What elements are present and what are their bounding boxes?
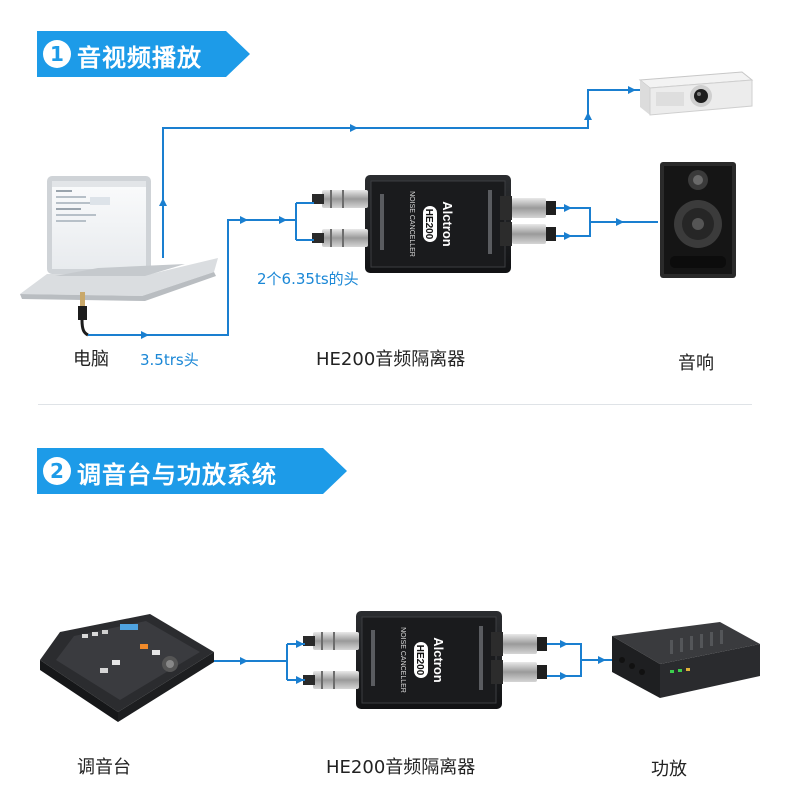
- ts-plugs-input-2: [303, 632, 359, 689]
- xlr-plugs-output-2: [491, 632, 547, 684]
- section1-cables: [88, 89, 658, 336]
- label-cable-635: 2个6.35ts的头: [257, 270, 359, 288]
- ts-plugs-input-1: [312, 190, 368, 247]
- section2-banner: 2 调音台与功放系统: [37, 448, 347, 494]
- he200-device-1: [365, 175, 511, 273]
- svg-text:NOISE CANCELLER: NOISE CANCELLER: [408, 191, 415, 257]
- flow-arrows-2: [240, 640, 606, 684]
- svg-text:NOISE CANCELLER: NOISE CANCELLER: [399, 627, 406, 693]
- svg-text:HE200: HE200: [423, 209, 434, 240]
- he200-device-2: [356, 611, 502, 709]
- power-amplifier: [612, 622, 760, 698]
- he200-device-2-print: Alctron HE200 NOISE CANCELLER: [399, 627, 446, 693]
- banner-background: [37, 448, 347, 494]
- xlr-plugs-output-1: [500, 196, 556, 246]
- label-cable-35: 3.5trs头: [140, 351, 199, 369]
- section-divider: [38, 404, 752, 405]
- section1-number-badge: 1: [43, 40, 71, 68]
- mixer-console: [40, 614, 214, 722]
- flow-arrows-1: [141, 86, 636, 339]
- svg-text:Alctron: Alctron: [431, 637, 446, 683]
- label-speaker: 音响: [678, 353, 714, 374]
- label-device-1: HE200音频隔离器: [316, 349, 466, 370]
- trs-3.5-plug: [78, 292, 89, 337]
- label-computer: 电脑: [73, 349, 109, 370]
- section2-number-badge: 2: [43, 457, 71, 485]
- section1-banner: 1 音视频播放: [37, 31, 250, 77]
- section2-title: 调音台与功放系统: [77, 461, 277, 489]
- he200-device-1-print: Alctron HE200 NOISE CANCELLER: [408, 191, 455, 257]
- svg-text:HE200: HE200: [414, 645, 425, 676]
- svg-text:Alctron: Alctron: [440, 201, 455, 247]
- label-mixer: 调音台: [77, 757, 131, 778]
- label-device-2: HE200音频隔离器: [326, 757, 476, 778]
- projector: [638, 71, 754, 116]
- laptop-computer: [20, 176, 218, 301]
- label-amplifier: 功放: [651, 759, 687, 780]
- section1-title: 音视频播放: [77, 44, 202, 72]
- speaker: [660, 162, 736, 278]
- banner-background: [37, 31, 250, 77]
